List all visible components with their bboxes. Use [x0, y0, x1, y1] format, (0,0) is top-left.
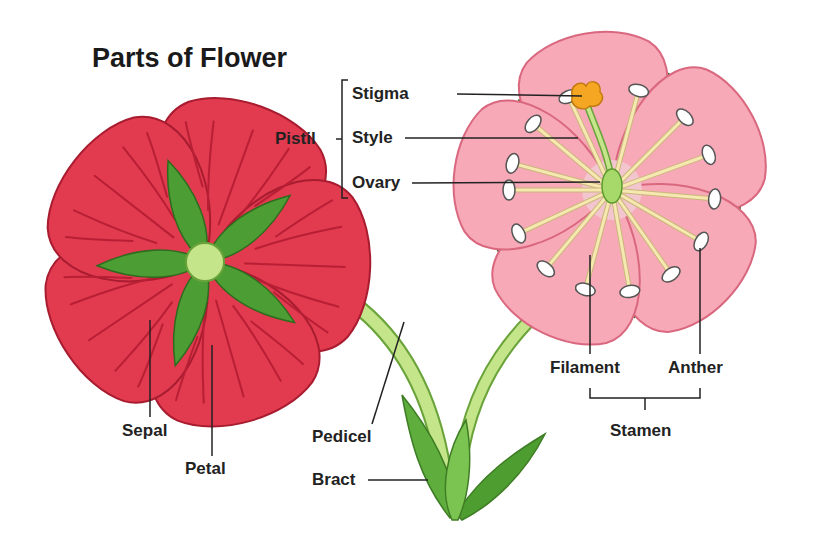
part-label: Pedicel — [312, 427, 372, 447]
part-label: Stamen — [610, 421, 671, 441]
part-label: Bract — [312, 470, 355, 490]
part-label: Pistil — [275, 129, 316, 149]
part-label: Ovary — [352, 173, 400, 193]
part-label: Petal — [185, 459, 226, 479]
part-label: Stigma — [352, 84, 409, 104]
part-label: Filament — [550, 358, 620, 378]
part-label: Style — [352, 128, 393, 148]
part-label: Anther — [668, 358, 723, 378]
diagram-title: Parts of Flower — [92, 42, 287, 74]
part-label: Sepal — [122, 421, 167, 441]
